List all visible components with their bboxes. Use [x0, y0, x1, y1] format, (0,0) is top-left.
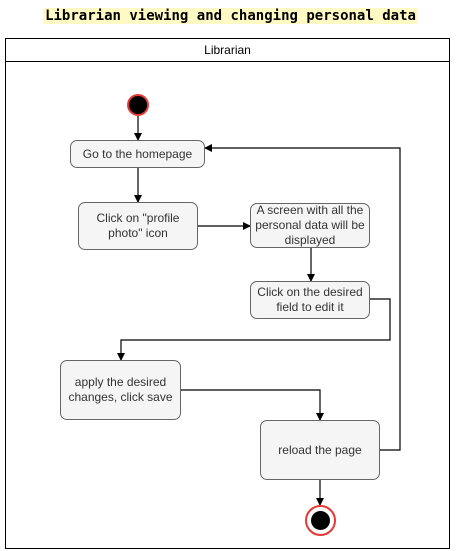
edge-click-field-to-apply [117, 298, 391, 361]
diagram-title: Librarian viewing and changing personal … [0, 8, 461, 24]
edge-apply-to-reload [181, 389, 324, 421]
end-node [305, 505, 336, 536]
node-go-to-homepage: Go to the homepage [70, 140, 205, 168]
start-node [127, 94, 149, 116]
node-click-profile-photo: Click on "profile photo" icon [78, 202, 198, 250]
end-node-core [311, 511, 330, 530]
edge-reload-to-homepage [204, 144, 401, 451]
node-click-desired-field: Click on the desired field to edit it [250, 281, 370, 319]
swimlane: Librarian [5, 38, 450, 549]
diagram-title-text: Librarian viewing and changing personal … [43, 8, 418, 24]
node-reload-page: reload the page [260, 420, 380, 480]
node-apply-changes: apply the desired changes, click save [60, 360, 181, 420]
swimlane-header: Librarian [6, 39, 449, 62]
node-screen-displayed: A screen with all the personal data will… [250, 203, 370, 248]
